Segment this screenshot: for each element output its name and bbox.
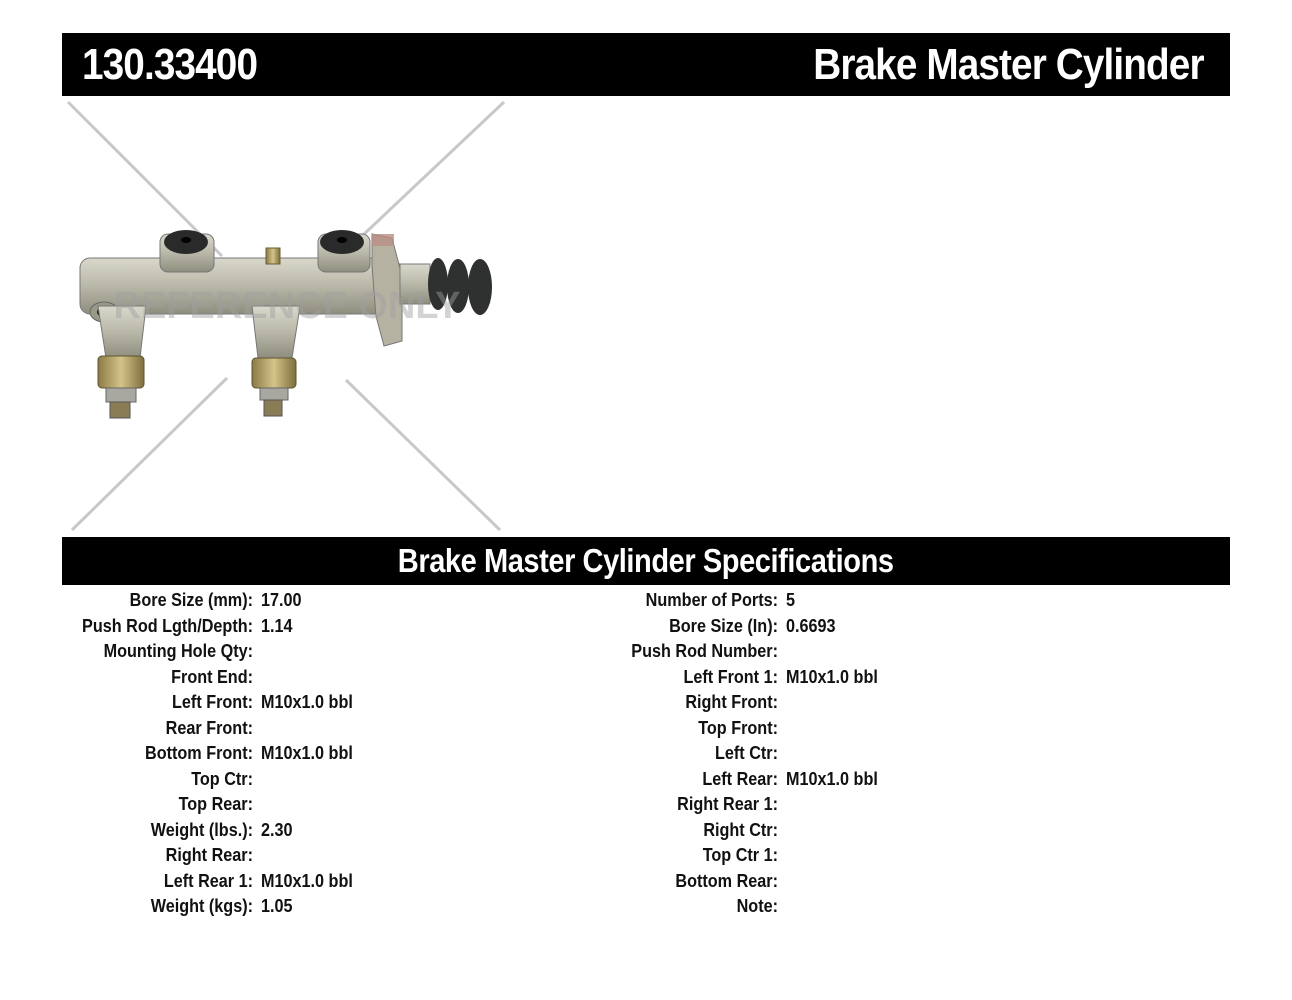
spec-row: Left Front: M10x1.0 bbl [62, 690, 363, 716]
spec-label: Mounting Hole Qty: [103, 641, 253, 662]
spec-value: 0.6693 [786, 615, 836, 636]
spec-label: Left Rear 1: [163, 870, 253, 891]
spec-value: 2.30 [261, 819, 293, 840]
spec-label: Rear Front: [165, 717, 253, 738]
spec-label: Front End: [171, 666, 253, 687]
spec-label: Right Rear: [165, 845, 253, 866]
spec-label: Right Front: [685, 692, 778, 713]
spec-row: Top Rear: [62, 792, 363, 818]
spec-label: Bore Size (mm): [129, 590, 253, 611]
spec-label: Top Ctr 1: [702, 845, 778, 866]
spec-row: Push Rod Number: [600, 639, 888, 665]
spec-value: 1.05 [261, 896, 293, 917]
spec-row: Mounting Hole Qty: [62, 639, 363, 665]
reference-watermark: REFERENCE ONLY [114, 285, 461, 327]
spec-label: Right Rear 1: [677, 794, 778, 815]
spec-label: Bottom Front: [145, 743, 253, 764]
part-name: Brake Master Cylinder [813, 40, 1205, 89]
spec-row: Left Front 1: M10x1.0 bbl [600, 665, 888, 691]
spec-row: Right Ctr: [600, 818, 888, 844]
spec-row: Weight (kgs): 1.05 [62, 894, 363, 920]
spec-row: Top Ctr: [62, 767, 363, 793]
spec-row: Left Rear 1: M10x1.0 bbl [62, 869, 363, 895]
spec-label: Right Ctr: [703, 819, 778, 840]
spec-row: Front End: [62, 665, 363, 691]
spec-row: Note: [600, 894, 888, 920]
spec-value: 17.00 [261, 590, 302, 611]
spec-value: M10x1.0 bbl [261, 870, 353, 891]
spec-row: Bottom Front: M10x1.0 bbl [62, 741, 363, 767]
spec-label: Bore Size (In): [669, 615, 778, 636]
spec-value: M10x1.0 bbl [786, 768, 878, 789]
spec-label: Push Rod Number: [631, 641, 778, 662]
spec-row: Bore Size (mm): 17.00 [62, 588, 363, 614]
spec-label: Bottom Rear: [675, 870, 778, 891]
spec-value: M10x1.0 bbl [786, 666, 878, 687]
spec-label: Number of Ports: [645, 590, 778, 611]
reference-cross-lines [66, 100, 506, 532]
product-image: REFERENCE ONLY [62, 96, 512, 536]
master-cylinder-illustration: REFERENCE ONLY [66, 100, 506, 532]
spec-label: Push Rod Lgth/Depth: [82, 615, 253, 636]
spec-label: Weight (kgs): [150, 896, 253, 917]
spec-label: Left Ctr: [715, 743, 778, 764]
spec-value: 5 [786, 590, 796, 611]
spec-row: Left Rear: M10x1.0 bbl [600, 767, 888, 793]
spec-row: Bore Size (In): 0.6693 [600, 614, 888, 640]
spec-row: Bottom Rear: [600, 869, 888, 895]
spec-row: Top Front: [600, 716, 888, 742]
spec-row: Right Rear: [62, 843, 363, 869]
spec-label: Note: [736, 896, 778, 917]
spec-row: Right Rear 1: [600, 792, 888, 818]
specifications-header: Brake Master Cylinder Specifications [62, 537, 1230, 585]
spec-label: Left Front 1: [683, 666, 779, 687]
spec-row: Number of Ports: 5 [600, 588, 888, 614]
spec-row: Right Front: [600, 690, 888, 716]
spec-row: Weight (lbs.): 2.30 [62, 818, 363, 844]
spec-label: Weight (lbs.): [150, 819, 253, 840]
spec-label: Left Front: [172, 692, 253, 713]
spec-row: Top Ctr 1: [600, 843, 888, 869]
spec-label: Top Rear: [178, 794, 253, 815]
spec-value: M10x1.0 bbl [261, 743, 353, 764]
spec-row: Left Ctr: [600, 741, 888, 767]
spec-label: Top Ctr: [191, 768, 253, 789]
spec-row: Push Rod Lgth/Depth: 1.14 [62, 614, 363, 640]
specifications-title: Brake Master Cylinder Specifications [398, 542, 894, 579]
spec-row: Rear Front: [62, 716, 363, 742]
spec-value: M10x1.0 bbl [261, 692, 353, 713]
title-bar: 130.33400 Brake Master Cylinder [62, 33, 1230, 96]
spec-label: Top Front: [698, 717, 778, 738]
rubber-boot [428, 258, 492, 315]
spec-value: 1.14 [261, 615, 293, 636]
part-number: 130.33400 [82, 40, 258, 89]
spec-label: Left Rear: [702, 768, 778, 789]
